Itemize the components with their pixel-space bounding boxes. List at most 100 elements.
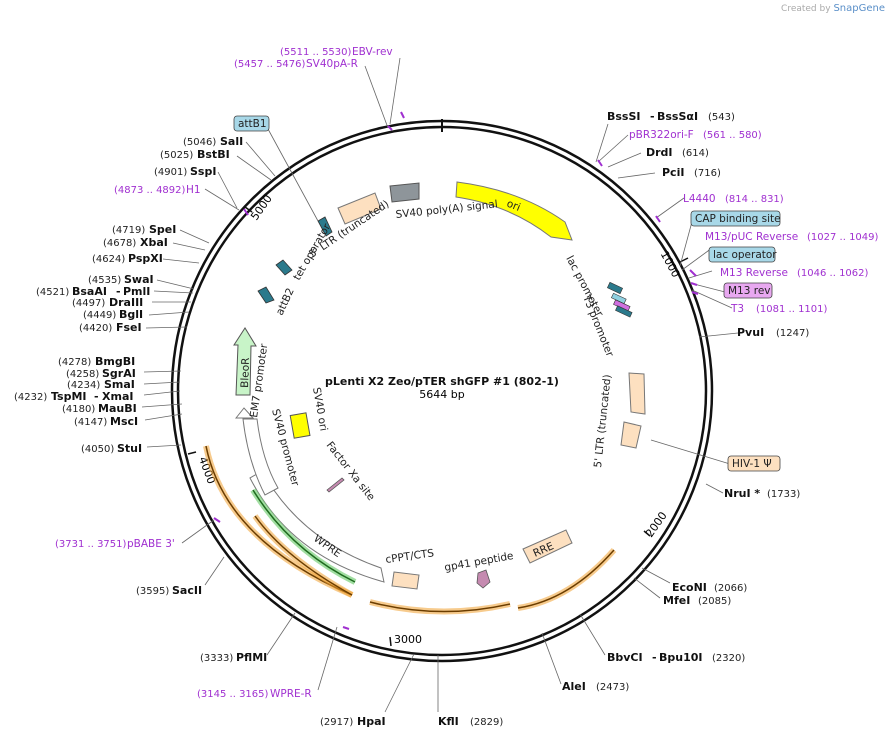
ltr-right-label: 5' LTR (truncated) [592,374,614,468]
enzyme-bmgbi-pos: (4278) [58,357,91,368]
enzyme-pvui-pos: (1247) [776,328,809,339]
enzyme-pflmi: PflMI [236,651,267,664]
plasmid-name: pLenti X2 Zeo/pTER shGFP #1 (802-1) [325,375,559,388]
enzyme-pmli: PmlI [123,285,150,298]
orange-arc-right [517,549,615,609]
m13rev-box [723,282,773,299]
enzyme-sspi-pos: (4901) [154,167,187,178]
primer-ebv-rev: EBV-rev [352,46,393,58]
enzyme-alei: AleI [562,680,586,693]
created-by-text: Created by [781,4,831,14]
sv40-polya-label: SV40 poly(A) signal [395,198,498,221]
primer-sv40pa-r: SV40pA-R [306,58,358,70]
plasmid-size: 5644 bp [419,388,464,401]
enzyme-smai-pos: (4234) [67,380,100,391]
enzyme-sali: SalI [220,135,243,148]
enzyme-sali-pos: (5046) [183,137,216,148]
enzyme-stui: StuI [117,442,142,455]
sv40-ori-label: SV40 ori [310,386,329,432]
tet-operator-label: tet operator [291,221,333,282]
enzyme-tspmi-pos: (4232) [14,392,47,403]
enzyme-bbvci: BbvCI [607,651,643,664]
scale-3000: 3000 [394,633,422,646]
enzyme-sacii: SacII [172,584,202,597]
enzyme-drdi-pos: (614) [682,148,709,159]
cap-binding-box [690,210,781,227]
scale-2000: 2000 [643,509,670,539]
factor-xa-marker [326,477,345,493]
enzyme-bgli: BglI [119,308,143,321]
orange-arc-bottom [369,601,511,613]
t3-marker [615,305,633,318]
hiv1-psi-label: HIV-1 Ψ [732,458,772,470]
enzyme-nrui: NruI * [724,487,760,500]
tet-operator-marker [275,259,293,276]
sv40-promoter-arrow [242,418,279,496]
primer-t3-range: (1081 .. 1101) [756,304,828,315]
primer-pbabe3: pBABE 3' [127,538,175,550]
lac-promoter-marker [606,281,624,295]
ltr-top-box [337,192,382,225]
enzyme-smai: SmaI [104,378,135,391]
ori-arrow [455,181,573,241]
enzyme-pcii-pos: (716) [694,168,721,179]
enzyme-drdi: DrdI [646,146,673,159]
enzyme-bbvci-pos: (2320) [712,653,745,664]
enzyme-swai: SwaI [124,273,154,286]
enzyme-hpai-pos: (2917) [320,717,353,728]
ltr-right-box-2 [620,421,642,449]
primer-ticks [213,111,699,630]
rre-box [522,529,573,564]
primer-m13-reverse: M13 Reverse [720,267,788,279]
bleor-arrow [233,327,257,396]
scale-1000: 1000 [658,249,683,280]
lac-promoter-label: lac promoter [563,254,605,320]
orange-arc-inner [254,515,353,596]
attb1-label: attB1 [238,118,267,130]
enzyme-kfli: KflI [438,715,459,728]
primer-wpre-r: WPRE-R [270,688,312,700]
primer-ebv-rev-range: (5511 .. 5530) [280,47,352,58]
primer-pbr322ori-f: pBR322ori-F [629,129,694,141]
enzyme-sacii-pos: (3595) [136,586,169,597]
enzyme-xbai: XbaI [140,236,168,249]
primer-pbr322ori-f-range: (561 .. 580) [703,130,762,141]
enzyme-bpu10i: Bpu10I [659,651,703,664]
enzyme-tspmi: TspMI [51,390,87,403]
enzyme-econi-pos: (2066) [714,583,747,594]
snapgene-brand: Created by SnapGene [781,3,885,14]
primer-m13-puc-reverse: M13/pUC Reverse [705,231,798,243]
enzyme-spei: SpeI [149,223,176,236]
enzyme-xmai-dash: - [94,390,99,403]
primer-m13-reverse-range: (1046 .. 1062) [797,268,869,279]
primer-labels: (5511 .. 5530) EBV-rev (5457 .. 5476) SV… [55,46,879,700]
sv40-polya-box [389,182,420,203]
enzyme-xmai: XmaI [102,390,133,403]
enzyme-bstbi-pos: (5025) [160,150,193,161]
hiv1-psi-box [727,455,781,472]
em7-promoter-label: EM7 promoter [248,342,270,418]
enzyme-bsaai: BsaAI [72,285,107,298]
boxed-feature-labels: attB1 CAP binding site lac operator M13 … [233,115,781,472]
enzyme-fsei-pos: (4420) [79,323,112,334]
enzyme-mfei-pos: (2085) [698,596,731,607]
enzyme-hpai: HpaI [357,715,386,728]
enzyme-pspxi-pos: (4624) [92,254,125,265]
gp41-marker [476,569,491,589]
em7-promoter-arrow [234,407,255,419]
enzyme-alei-pos: (2473) [596,682,629,693]
enzyme-bsssi: BssSI [607,110,641,123]
ltr-right-box [628,372,646,415]
sv40-ori-box [289,412,311,439]
enzyme-bpu10i-dash: - [652,651,657,664]
enzyme-bsssai: BssSαI [657,110,698,123]
primer-m13-puc-reverse-range: (1027 .. 1049) [807,232,879,243]
lac-operator-label: lac operator [713,249,777,261]
factor-xa-label: Factor Xa site [324,439,377,503]
bleor-label: BleoR [239,357,252,388]
primer-h1: H1 [186,184,201,196]
lac-operator-box [708,246,776,263]
enzyme-sgrai: SgrAI [102,367,136,380]
cppt-box [391,571,420,590]
orange-arc-left [205,445,353,596]
